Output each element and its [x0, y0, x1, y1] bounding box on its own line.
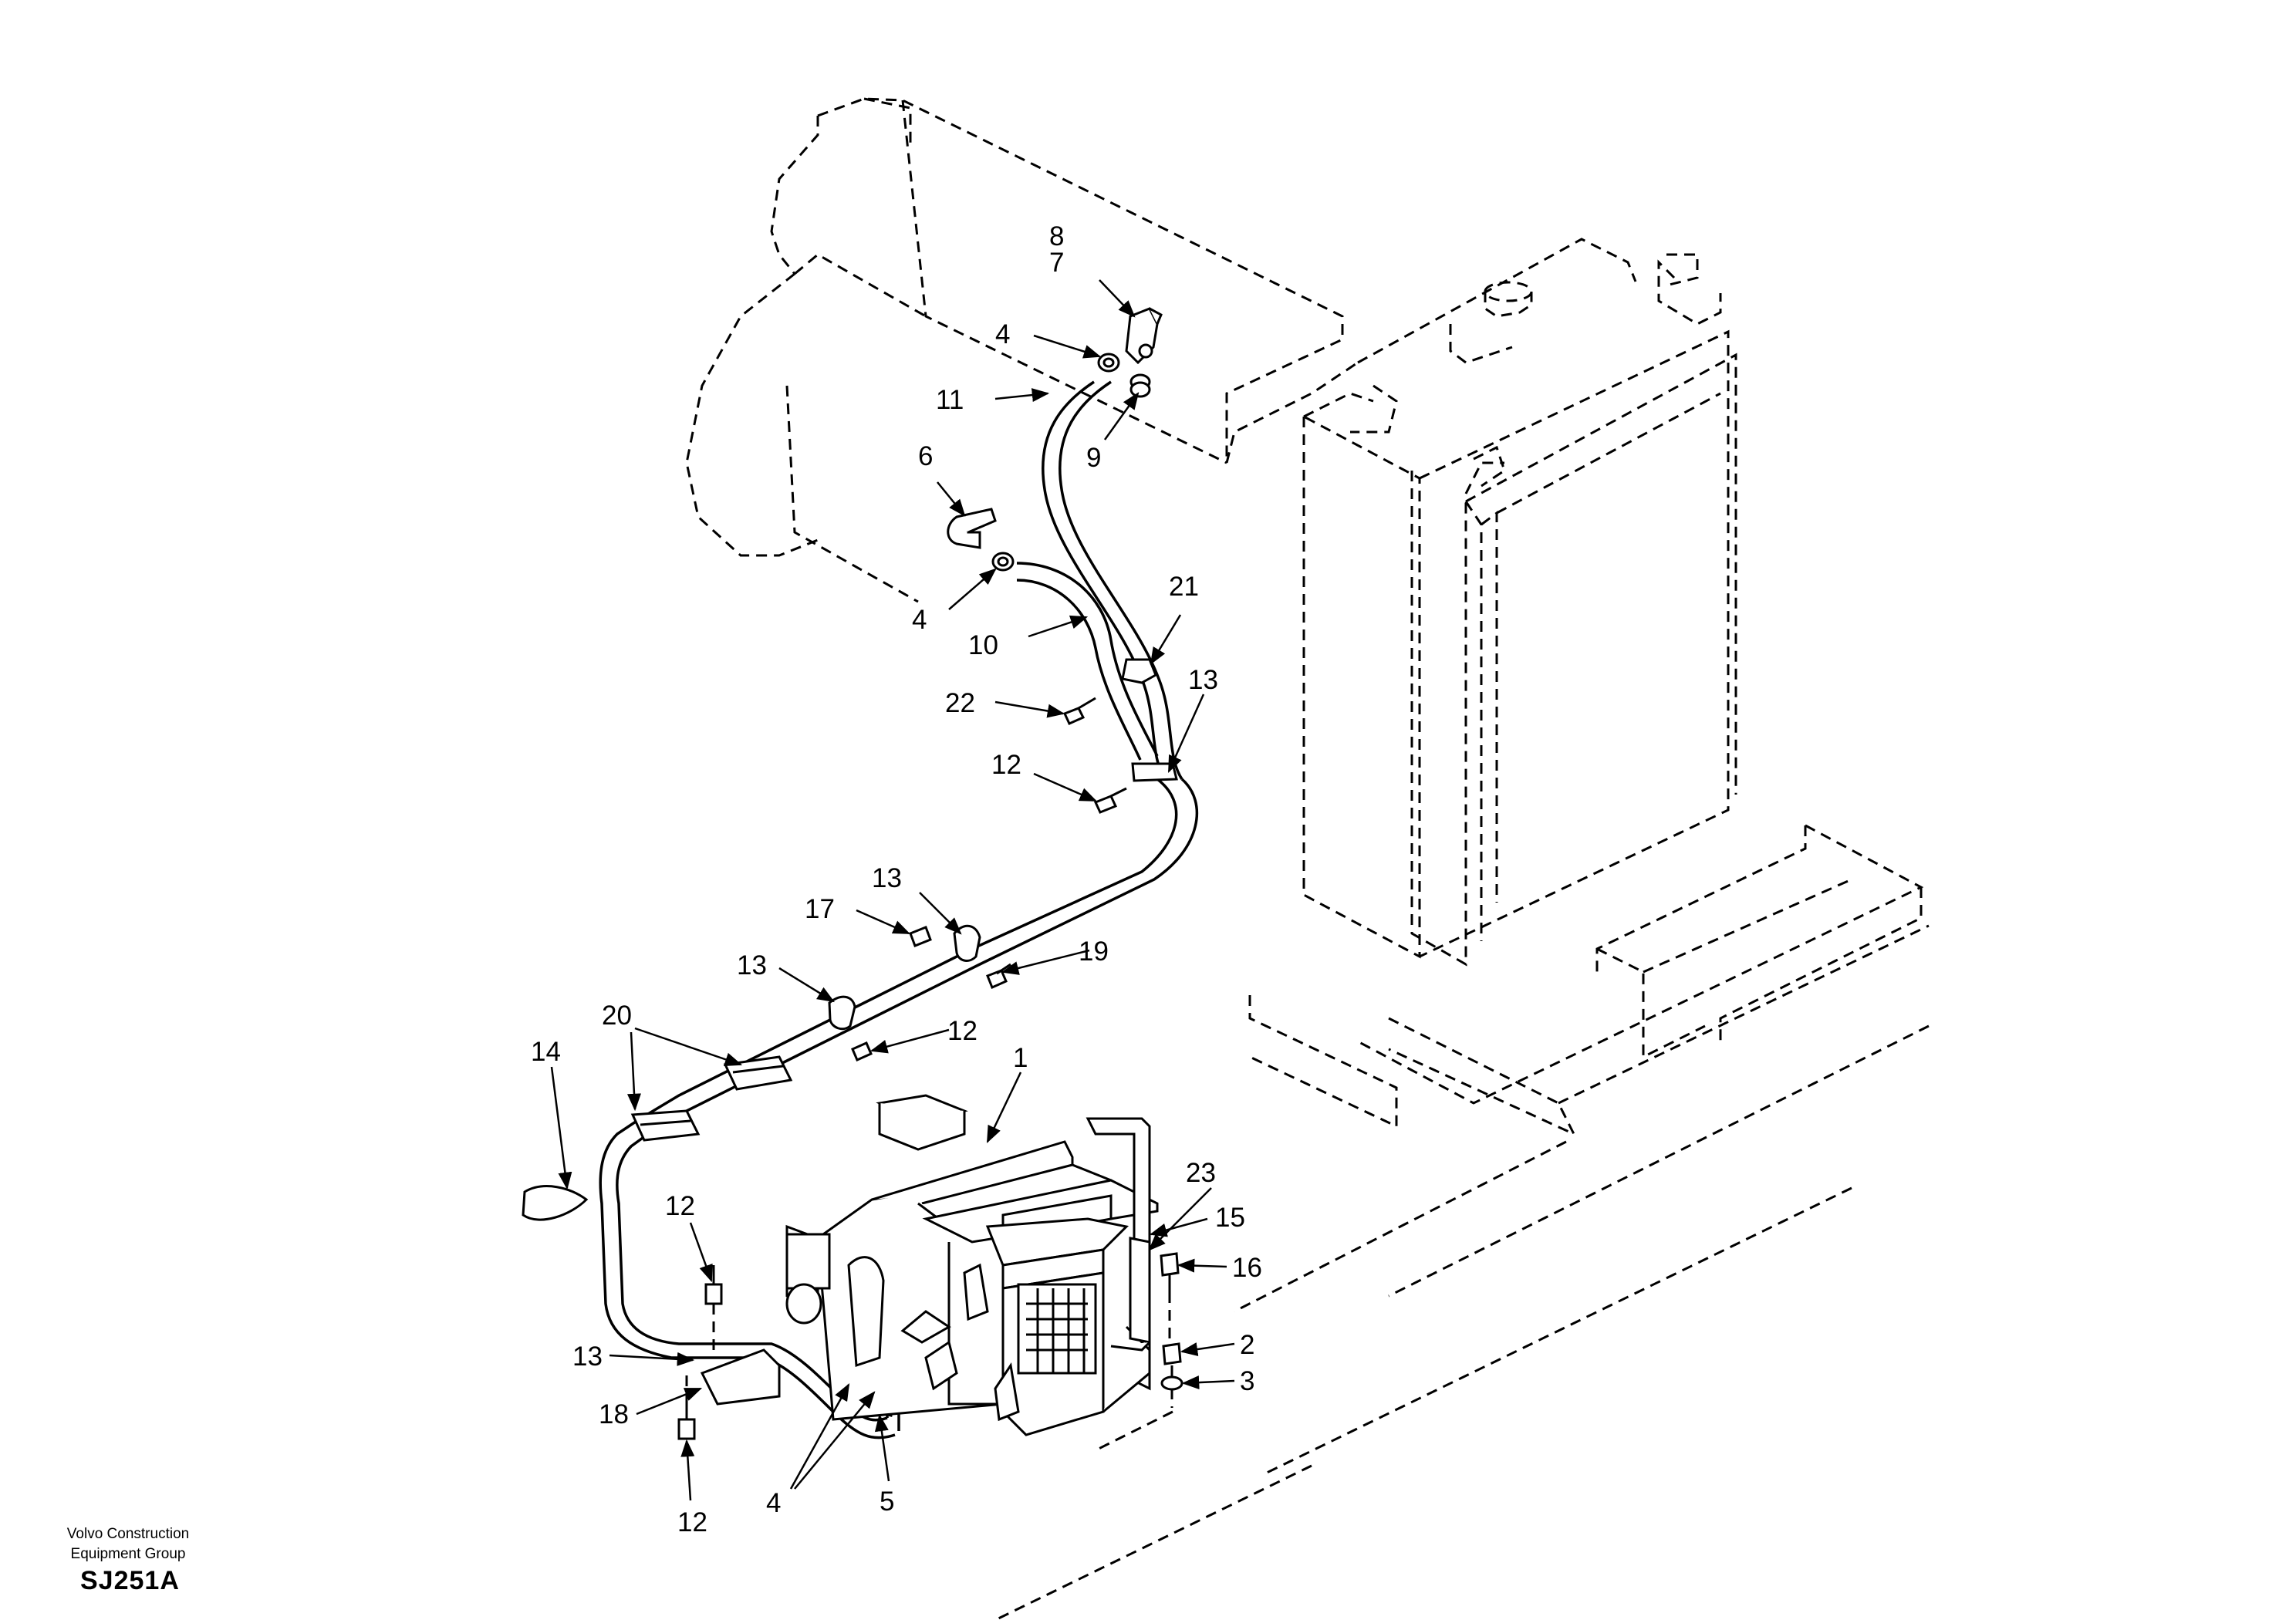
- callout-8: 8: [1049, 221, 1064, 251]
- callout-12: 12: [677, 1507, 707, 1537]
- callout-12: 12: [991, 750, 1021, 780]
- callout-11: 11: [936, 385, 964, 415]
- washer-3: [1160, 1375, 1183, 1391]
- callout-15: 15: [1215, 1203, 1245, 1233]
- cable-tie-20: [630, 1055, 793, 1142]
- heater-hoses: [599, 380, 1199, 1439]
- bolt-12-mid: [851, 1041, 873, 1061]
- mounting-bracket-15: [1110, 1237, 1151, 1352]
- elbow-fitting: [947, 508, 997, 549]
- callout-6: 6: [918, 441, 933, 471]
- callout-14: 14: [531, 1037, 561, 1067]
- callout-22: 22: [945, 688, 975, 718]
- engine-outline: [685, 97, 1359, 603]
- callout-13: 13: [1188, 665, 1218, 695]
- bolt-16: [1160, 1252, 1180, 1292]
- callout-16: 16: [1232, 1253, 1262, 1283]
- callout-4: 4: [912, 605, 927, 635]
- callout-9: 9: [1086, 443, 1101, 473]
- callout-23: 23: [1186, 1158, 1216, 1188]
- bolt-2: [1162, 1342, 1182, 1365]
- callout-13: 13: [572, 1342, 603, 1372]
- company-name: Volvo Construction Equipment Group: [66, 1526, 190, 1562]
- callout-1: 1: [1013, 1043, 1028, 1073]
- callout-13: 13: [872, 863, 902, 893]
- bolt-axis-lines: [685, 1292, 1173, 1408]
- bolt-19: [986, 963, 1011, 990]
- callout-labels: 8 7 4 11 9 6 4 10 21 22 13 12 13 17 19 1…: [531, 221, 1262, 1537]
- callout-4: 4: [766, 1488, 781, 1518]
- callout-2: 2: [1240, 1330, 1254, 1360]
- bolt-12-upper: [1093, 787, 1127, 814]
- callout-18: 18: [599, 1399, 629, 1429]
- callout-12: 12: [947, 1016, 977, 1046]
- callout-10: 10: [968, 630, 998, 660]
- tie-wrap-14: [522, 1185, 589, 1221]
- clamp-ring-lower: [991, 552, 1015, 572]
- washer-9: [1129, 373, 1151, 398]
- clamp-ring-upper: [1097, 353, 1120, 373]
- clamp-13-lower: [828, 995, 856, 1031]
- bolt-12-left: [704, 1265, 723, 1305]
- callout-12: 12: [665, 1191, 695, 1221]
- valve-fitting: [1125, 307, 1163, 365]
- callout-7: 7: [1049, 248, 1064, 278]
- bracket-18: [700, 1348, 781, 1406]
- bolt-12-bottom: [677, 1404, 696, 1440]
- callout-4: 4: [995, 319, 1010, 349]
- heater-unit: [785, 1094, 1159, 1436]
- frame-outline: [994, 824, 1930, 1620]
- callout-20: 20: [602, 1001, 632, 1031]
- callout-21: 21: [1169, 572, 1199, 602]
- callout-19: 19: [1079, 937, 1109, 967]
- radiator-outline: [1302, 238, 1737, 967]
- clamp-21: [1121, 658, 1157, 684]
- grommet-17: [909, 926, 932, 947]
- drawing-code: SJ251A: [80, 1566, 180, 1595]
- bolt-22: [1062, 697, 1096, 725]
- callout-13: 13: [737, 950, 767, 980]
- callout-5: 5: [880, 1487, 894, 1517]
- leader-lines: [550, 279, 1235, 1501]
- callout-3: 3: [1240, 1366, 1254, 1396]
- clamp-13-mid: [953, 925, 981, 962]
- callout-17: 17: [805, 894, 835, 924]
- clamp-13-upper: [1131, 762, 1178, 782]
